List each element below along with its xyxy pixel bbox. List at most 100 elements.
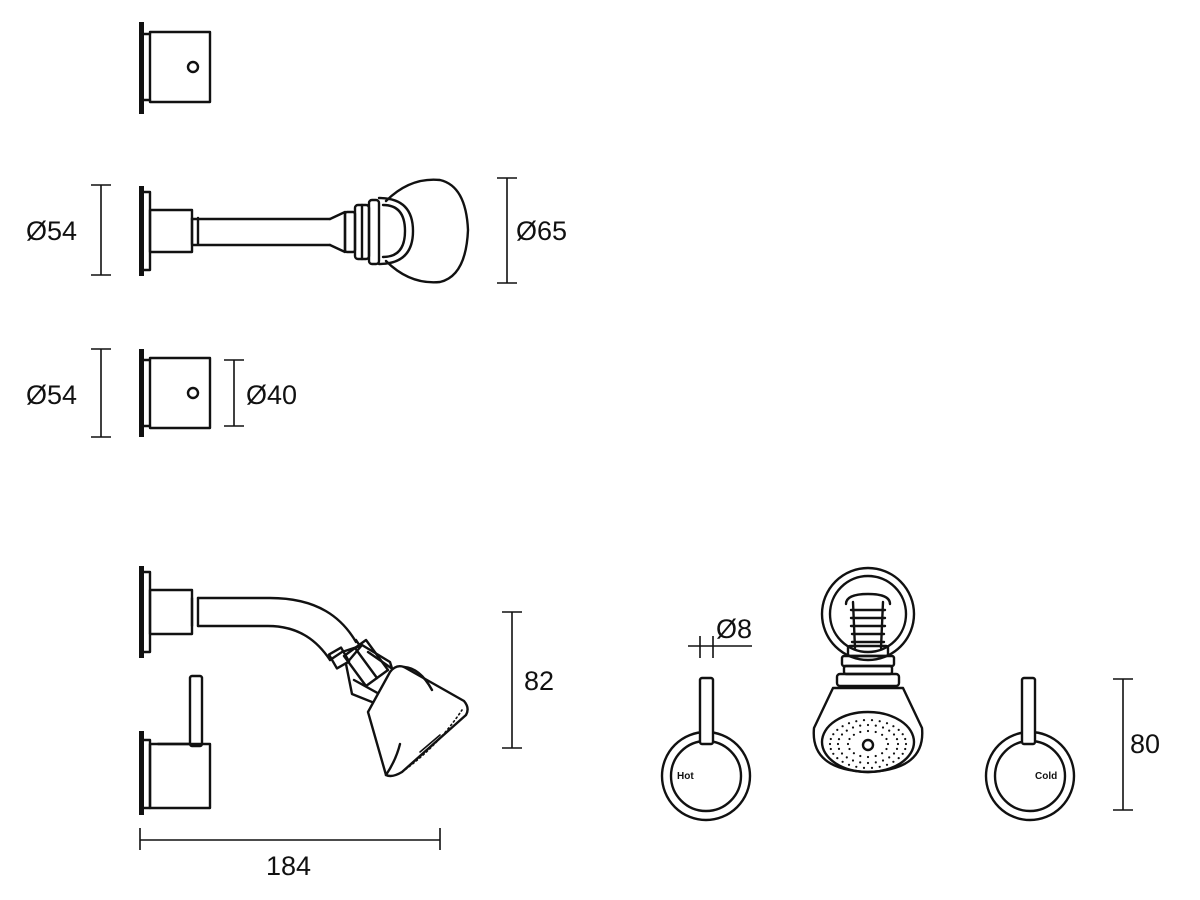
- spray-nozzle: [892, 760, 895, 763]
- dim-line-upper-flange: [91, 184, 111, 276]
- spray-nozzle: [885, 763, 889, 766]
- side-assembly-view: [139, 566, 469, 815]
- spray-nozzle: [892, 752, 896, 755]
- spray-nozzle: [881, 752, 884, 755]
- tap-wall-flange: [139, 349, 144, 437]
- spray-nozzle: [837, 747, 841, 751]
- dimension-lines: [91, 177, 1133, 850]
- spray-nozzle: [855, 720, 858, 723]
- spray-nozzle: [851, 726, 855, 729]
- spray-nozzle: [859, 724, 862, 727]
- spray-nozzle: [851, 759, 855, 762]
- spray-nozzle: [859, 754, 862, 758]
- spray-nozzle: [886, 742, 890, 746]
- spray-nozzle: [829, 747, 832, 751]
- spray-nozzles: [828, 719, 908, 770]
- spray-nozzle: [866, 723, 870, 727]
- spray-nozzle: [904, 742, 908, 746]
- spray-nozzle: [859, 730, 862, 734]
- spray-nozzle: [852, 733, 856, 736]
- dim-arm-projection: 184: [266, 851, 311, 881]
- spray-nozzle: [836, 728, 839, 732]
- top-tap-body-view: [139, 22, 212, 114]
- spray-nozzle: [888, 756, 891, 759]
- spray-nozzle: [874, 724, 877, 727]
- spray-nozzle: [878, 720, 881, 723]
- spray-nozzle: [888, 729, 891, 732]
- spray-nozzle: [847, 763, 851, 766]
- spray-nozzle: [837, 738, 841, 741]
- spray-nozzle: [832, 752, 835, 755]
- cold-label: Cold: [1035, 771, 1057, 782]
- spray-nozzle: [845, 756, 848, 759]
- hot-label: Hot: [677, 771, 694, 782]
- tap-wall-flange: [139, 731, 144, 815]
- spray-nozzle: [874, 761, 877, 764]
- center-nozzle: [861, 738, 875, 752]
- spray-nozzle: [874, 730, 877, 734]
- spray-face: [401, 709, 463, 773]
- dim-line-tap-flange: [91, 348, 111, 438]
- spray-nozzle: [901, 733, 904, 736]
- spray-nozzle: [862, 719, 866, 722]
- spray-nozzle: [829, 737, 832, 741]
- spray-nozzle: [848, 747, 851, 751]
- spray-nozzle: [885, 737, 888, 741]
- spray-nozzle: [881, 759, 885, 762]
- spray-nozzle: [885, 722, 889, 725]
- spray-plate: [820, 710, 916, 774]
- head-back-ring: [377, 196, 415, 266]
- hot-lever: [698, 676, 715, 746]
- dim-line-head-dia: [497, 177, 517, 284]
- spray-nozzle: [881, 726, 885, 729]
- spray-nozzle: [866, 755, 870, 759]
- cold-lever: [1020, 676, 1037, 746]
- spray-nozzle: [870, 719, 874, 722]
- dim-tap-flange-dia: Ø54: [26, 380, 77, 410]
- spray-nozzle: [885, 747, 888, 751]
- tap-pin-hole: [186, 60, 200, 74]
- spray-nozzle: [878, 765, 881, 768]
- spray-nozzle: [836, 742, 840, 746]
- dim-upper-flange-dia: Ø54: [26, 216, 77, 246]
- spray-nozzle: [855, 765, 858, 768]
- tap-lever: [188, 674, 204, 748]
- shower-head-side: [384, 178, 470, 284]
- arm-flange-front: [820, 566, 916, 662]
- tap-pin-hole: [186, 386, 200, 400]
- spray-nozzle: [892, 725, 895, 728]
- spray-nozzle: [895, 738, 899, 741]
- spray-nozzle: [897, 728, 900, 732]
- spray-nozzle: [901, 752, 904, 755]
- spray-nozzle: [904, 747, 907, 751]
- dim-line-lever-height: [1113, 678, 1133, 811]
- spray-nozzle: [846, 742, 850, 746]
- spray-nozzle: [870, 766, 874, 770]
- swivel-joint: [342, 638, 390, 688]
- spray-nozzle: [832, 733, 835, 736]
- shower-front: [812, 566, 924, 774]
- spray-nozzle: [840, 733, 844, 736]
- tap-body: [148, 742, 212, 810]
- wall-flange: [139, 22, 144, 114]
- spray-nozzle: [840, 752, 844, 755]
- spray-nozzle: [881, 733, 884, 736]
- dim-tap-body-dia: Ø40: [246, 380, 297, 410]
- cold-handle: Cold: [984, 676, 1076, 822]
- head-collar-front: [835, 672, 901, 688]
- spray-nozzle: [862, 766, 866, 770]
- straight-shower-arm-view: [139, 178, 470, 284]
- hot-handle: Hot: [660, 676, 752, 822]
- spray-nozzle: [845, 729, 848, 732]
- arm-collar: [148, 588, 194, 636]
- dim-line-head-drop: [502, 611, 522, 749]
- spray-nozzle: [852, 752, 856, 755]
- spray-nozzle: [848, 737, 851, 741]
- gooseneck-pipe-bottom: [196, 624, 332, 662]
- tap-body: [148, 30, 212, 104]
- spray-nozzle: [841, 725, 844, 728]
- dim-head-drop: 82: [524, 666, 554, 696]
- shower-head-cone: [366, 664, 469, 778]
- spray-nozzle: [828, 742, 832, 746]
